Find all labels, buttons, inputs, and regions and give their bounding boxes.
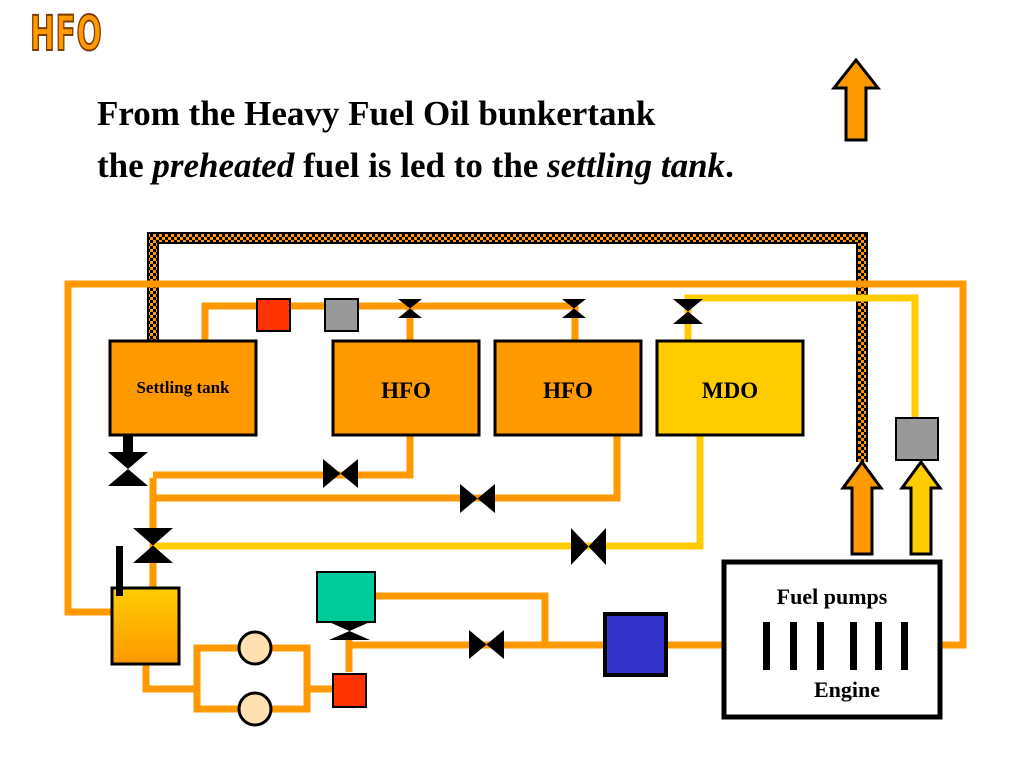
valve-settling-outlet-icon (108, 452, 148, 486)
valve-top-hfo2-icon (562, 299, 586, 318)
hfo-tank-1-label: HFO (381, 378, 431, 403)
service-tank (110, 546, 181, 666)
title-up-arrow-icon (830, 57, 882, 142)
valve-supply-icon (469, 630, 504, 659)
title-preheated: preheated (152, 146, 295, 185)
mdo-gray-sensor (895, 417, 939, 461)
valve-heater-icon (329, 622, 370, 640)
hfo-tank-1: HFO (331, 339, 481, 437)
bottom-red-sensor (332, 673, 367, 708)
title-line-2: the preheated fuel is led to the settlin… (97, 140, 734, 192)
filter-box (603, 612, 668, 677)
settling-drain-stem (123, 436, 133, 454)
top-gray-sensor (324, 298, 359, 332)
mdo-tank-label: MDO (702, 378, 758, 403)
top-red-sensor (256, 298, 291, 332)
return-line-checkered (147, 232, 868, 462)
valve-mixing-icon (133, 528, 173, 563)
heater-box (316, 571, 376, 623)
mdo-suction-pipe (153, 436, 704, 550)
valve-mdo-top-icon (673, 299, 703, 324)
supply-pump-1-icon (237, 630, 273, 666)
mdo-up-arrow-icon (899, 459, 943, 556)
page-title: From the Heavy Fuel Oil bunkertank the p… (97, 88, 734, 192)
title-line-2-end: . (725, 146, 734, 185)
suction-pipes (149, 436, 621, 590)
valve-hfo2-suction-icon (460, 484, 495, 513)
valve-top-hfo1-icon (398, 299, 422, 318)
settling-tank-label: Settling tank (136, 378, 230, 397)
title-line-2-mid: fuel is led to the (294, 146, 548, 185)
engine-block: Fuel pumps Engine (721, 559, 943, 720)
hfo-tank-2: HFO (493, 339, 643, 437)
valve-hfo1-suction-icon (323, 459, 358, 488)
checkered-up-arrow-icon (840, 459, 884, 556)
hfo-tank-2-label: HFO (543, 378, 593, 403)
valve-mdo-suction-icon (571, 528, 606, 565)
settling-tank: Settling tank (108, 339, 258, 437)
supply-pump-2-icon (237, 691, 273, 727)
outer-return-pipe (64, 280, 967, 649)
engine-label: Engine (814, 677, 880, 702)
fuel-pump-bars (763, 622, 908, 670)
title-line-1: From the Heavy Fuel Oil bunkertank (97, 94, 656, 133)
title-line-2-start: the (97, 146, 153, 185)
hfo-logo: HFO (29, 6, 103, 62)
fuel-pumps-label: Fuel pumps (777, 584, 888, 609)
title-settling-tank: settling tank (547, 146, 726, 185)
mdo-tank: MDO (655, 339, 805, 437)
